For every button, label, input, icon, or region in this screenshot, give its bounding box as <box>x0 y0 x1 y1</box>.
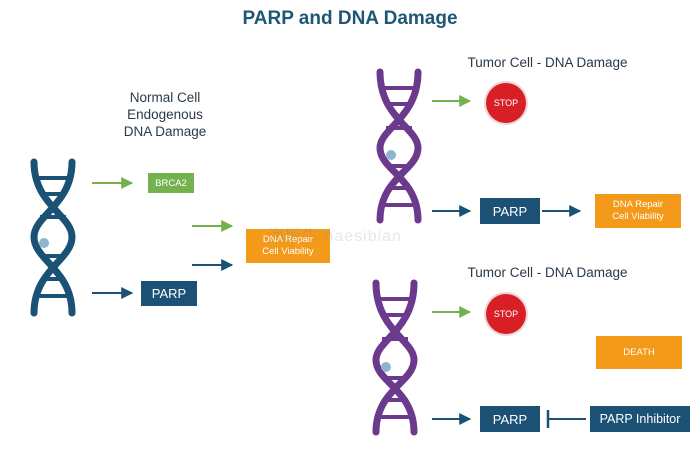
parp-box-left: PARP <box>141 281 197 306</box>
dna-repair-box-left: DNA Repair Cell Viability <box>246 229 330 263</box>
dna-repair-line2: Cell Viability <box>262 246 314 257</box>
page-title: PARP and DNA Damage <box>242 8 458 29</box>
dna-helix-tumor-bottom-icon <box>372 279 418 436</box>
dna-helix-normal-icon <box>30 158 76 317</box>
parp-box-top: PARP <box>480 198 540 224</box>
dna-repair-line1: DNA Repair <box>262 234 314 245</box>
brca2-box: BRCA2 <box>148 173 194 193</box>
dna-repair-line1: DNA Repair <box>612 199 664 210</box>
parp-box-bottom: PARP <box>480 406 540 432</box>
parp-inhibitor-box: PARP Inhibitor <box>590 406 690 432</box>
normal-cell-label: Normal Cell Endogenous DNA Damage <box>90 89 240 140</box>
stop-sign-bottom: STOP <box>486 294 526 334</box>
dna-helix-tumor-top-icon <box>376 68 422 224</box>
normal-cell-label-line1: Normal Cell <box>129 90 201 105</box>
dna-repair-line2: Cell Viability <box>612 211 664 222</box>
tumor-cell-label-top: Tumor Cell - DNA Damage <box>467 55 628 70</box>
normal-cell-label-line3: DNA Damage <box>123 124 207 139</box>
watermark: 海斯牛 haesibian <box>268 228 402 245</box>
tumor-cell-label-bottom: Tumor Cell - DNA Damage <box>467 265 628 280</box>
stop-sign-top: STOP <box>486 83 526 123</box>
death-box: DEATH <box>596 336 682 369</box>
dna-repair-box-top: DNA Repair Cell Viability <box>595 194 681 228</box>
normal-cell-label-line2: Endogenous <box>127 107 203 122</box>
